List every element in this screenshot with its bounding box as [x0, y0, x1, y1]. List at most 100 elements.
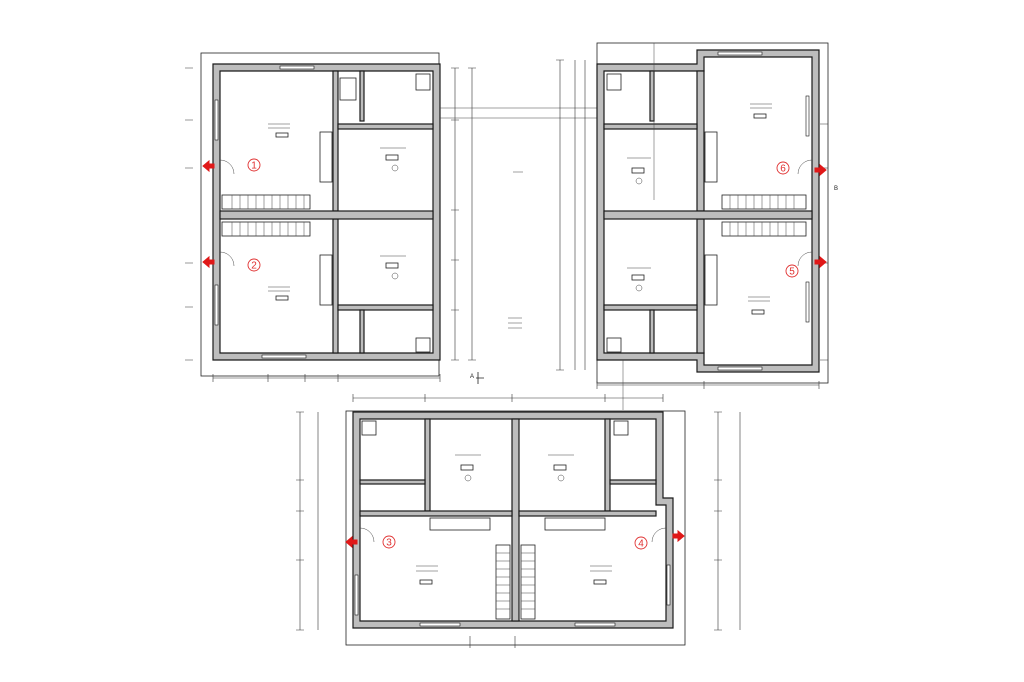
interior-wall [359, 309, 365, 354]
shower [361, 420, 377, 436]
interior-wall [337, 123, 434, 130]
interior-wall [332, 218, 339, 354]
unit-number-circle [634, 536, 648, 550]
room-tag [268, 123, 290, 138]
dimension-line [556, 59, 564, 371]
window [666, 564, 671, 606]
unit-number: 3 [386, 538, 392, 549]
kitchen-counter [704, 254, 718, 306]
section-cut-line [469, 636, 516, 648]
party-wall [511, 418, 520, 622]
kitchen-counter [429, 517, 491, 531]
room-tag [750, 103, 772, 119]
door-swing [797, 251, 813, 267]
interior-wall [603, 304, 698, 311]
building-bottom: 3 4 [296, 394, 741, 648]
section-mark: A [470, 374, 474, 380]
outer-wall [596, 49, 820, 373]
staircase [495, 544, 536, 620]
room-tag [748, 296, 770, 315]
window [214, 284, 219, 326]
bathroom-fixture [339, 77, 357, 101]
room-tag [455, 454, 481, 482]
entrance-arrow [202, 159, 215, 173]
connector-line [440, 107, 597, 119]
site-outline [345, 410, 686, 646]
kitchen-counter [319, 254, 333, 306]
kitchen-counter [704, 131, 718, 183]
entrance-arrow [345, 535, 358, 549]
unit-number: 1 [251, 161, 257, 172]
window [279, 65, 315, 70]
interior-wall [359, 479, 426, 485]
room-tag [380, 255, 406, 280]
room-tag [380, 147, 406, 172]
room-tag [627, 157, 651, 185]
dimension-line [468, 67, 476, 361]
shower [613, 420, 629, 436]
party-wall [219, 210, 434, 220]
unit-number-circle [382, 535, 396, 549]
dimension-line [451, 67, 459, 361]
room-tag [416, 565, 438, 585]
section-cut-line [476, 372, 484, 384]
interior-wall [696, 70, 705, 212]
interior-wall [518, 510, 657, 517]
window [214, 99, 219, 141]
window [805, 95, 810, 137]
window [574, 622, 616, 627]
unit-number: 5 [789, 267, 795, 278]
room-tag [627, 267, 651, 292]
unit-number-circle [247, 258, 261, 272]
shower [606, 73, 622, 91]
unit-number: 4 [638, 539, 644, 550]
unit-number-circle [785, 264, 799, 278]
shower [606, 337, 622, 353]
interior-wall [359, 70, 365, 122]
window [261, 354, 307, 359]
room-tag [590, 565, 612, 585]
site-tag [508, 317, 522, 329]
interior-wall [359, 510, 513, 517]
interior-wall [696, 218, 705, 354]
building-top-left: 1 2 [185, 52, 476, 382]
window [717, 366, 763, 371]
dimension-line [212, 374, 441, 382]
room-tag [548, 454, 574, 482]
door-swing [219, 159, 235, 175]
door-swing [219, 251, 235, 267]
unit-number-circle [776, 161, 790, 175]
interior-wall [649, 309, 655, 354]
dimension-ticks [820, 123, 828, 361]
door-swing [797, 159, 813, 175]
staircase [221, 194, 311, 237]
shower [415, 73, 431, 91]
interior-wall [649, 70, 655, 122]
shower [415, 337, 431, 353]
window [354, 574, 359, 616]
entrance-arrow [202, 255, 215, 269]
unit-number-circle [247, 158, 261, 172]
building-top-right: B 6 5 [584, 42, 838, 389]
staircase [721, 194, 807, 237]
kitchen-counter [319, 131, 333, 183]
dimension-line [714, 411, 722, 631]
entrance-arrow [814, 255, 827, 269]
door-swing [359, 527, 375, 543]
unit-number: 2 [251, 261, 257, 272]
connector-line [622, 43, 655, 410]
window [717, 51, 763, 56]
interior-wall [337, 304, 434, 311]
dimension-ticks [185, 67, 193, 361]
door-swing [651, 527, 667, 543]
interior-wall [609, 479, 657, 485]
dimension-line [596, 381, 820, 389]
outer-wall [352, 411, 674, 629]
interior-wall [332, 70, 339, 212]
entrance-arrow [672, 529, 685, 543]
section-mark: B [834, 186, 838, 192]
dimension-line [352, 394, 664, 402]
interior-wall [604, 418, 611, 512]
interior-wall [424, 418, 431, 512]
